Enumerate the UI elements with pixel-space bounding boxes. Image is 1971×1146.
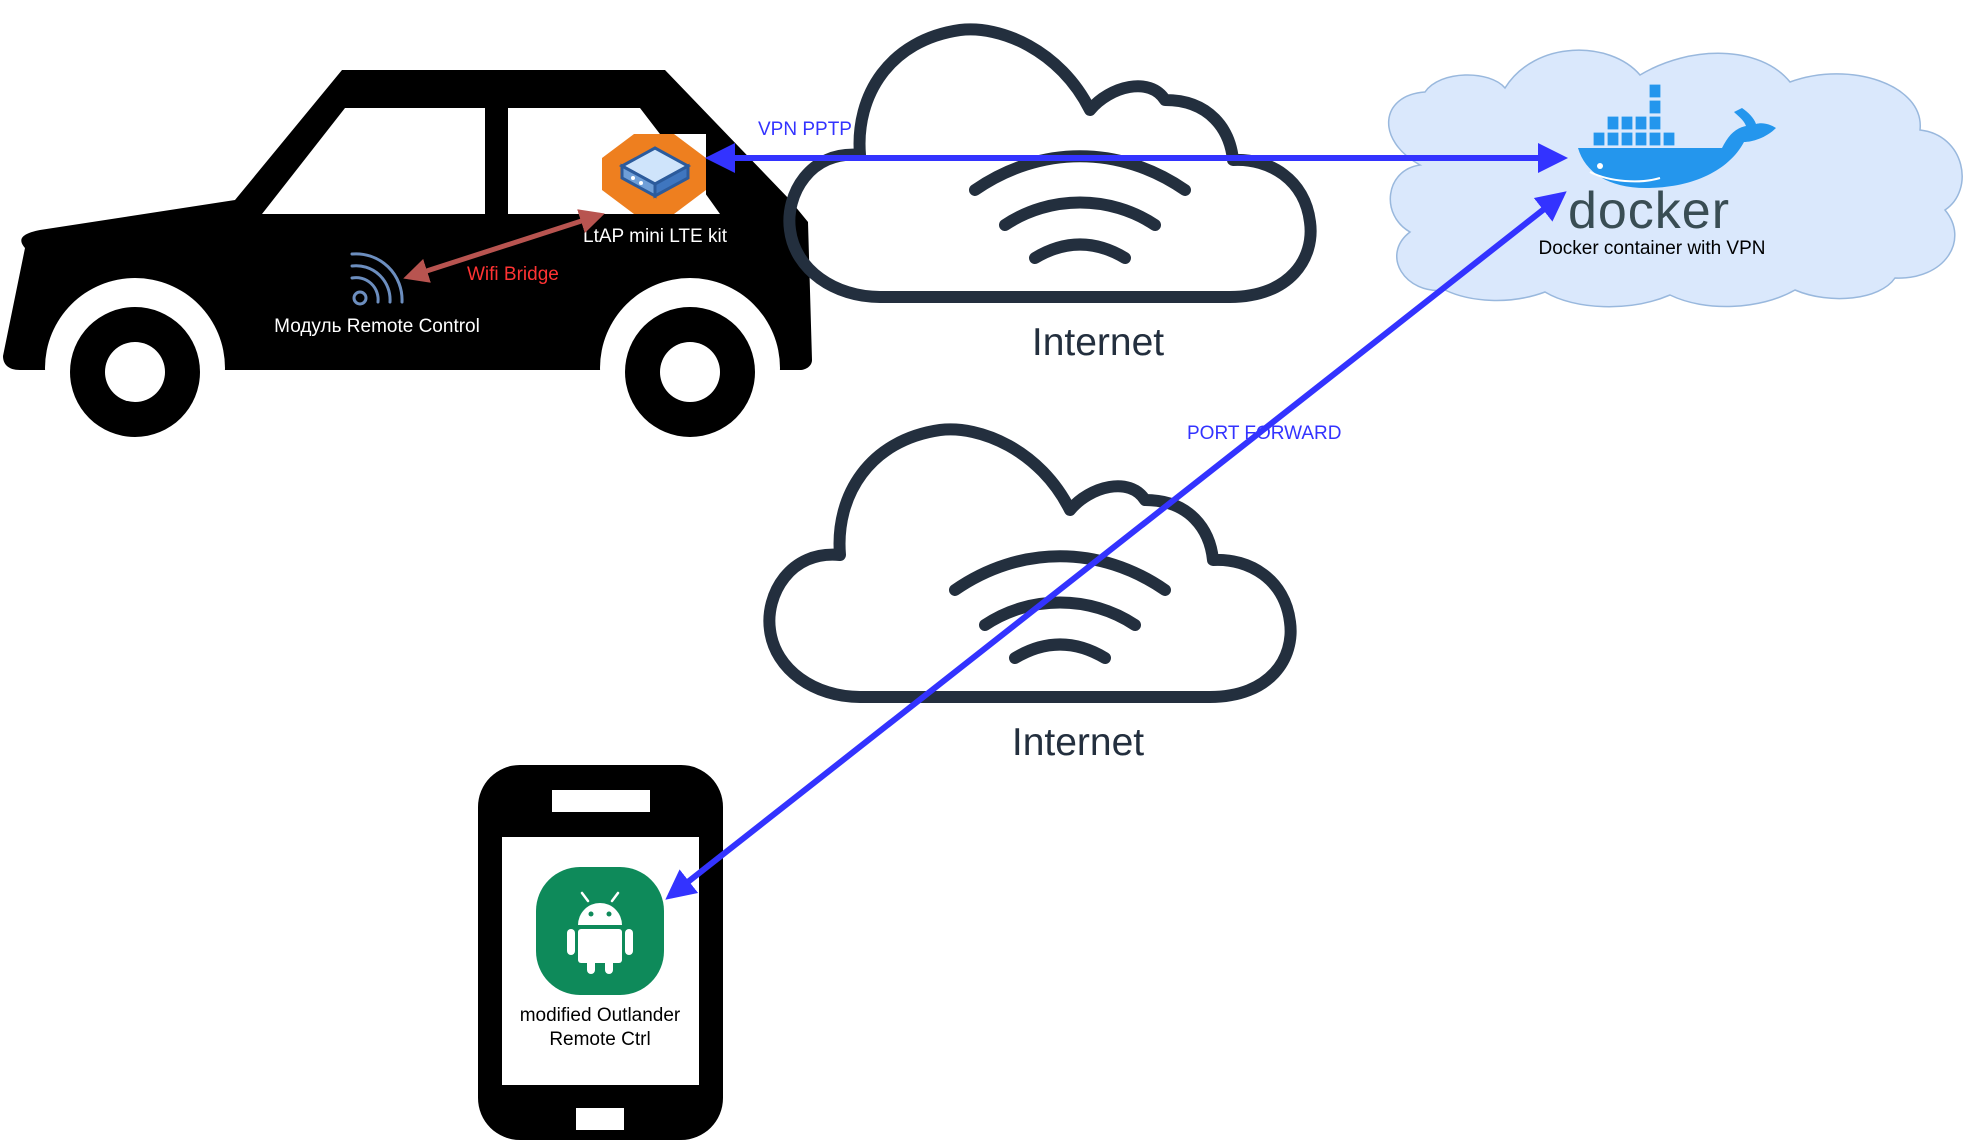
wifi-bridge-arrow xyxy=(403,209,605,283)
vpn-pptp-label: VPN PPTP xyxy=(758,119,852,140)
cloud-wifi-icon xyxy=(783,23,1317,303)
docker-container-label: Docker container with VPN xyxy=(1538,238,1765,259)
android-icon xyxy=(536,867,664,995)
docker-logo-text: docker xyxy=(1568,182,1730,240)
port-forward-label: PORT FORWARD xyxy=(1187,423,1341,444)
internet-label-bottom: Internet xyxy=(1012,721,1144,764)
app-label-line1: modified Outlander xyxy=(520,1005,681,1026)
internet-label-top: Internet xyxy=(1032,321,1164,364)
router-icon xyxy=(602,134,706,214)
remote-module-label: Модуль Remote Control xyxy=(274,316,480,337)
router-label: LtAP mini LTE kit xyxy=(583,226,728,247)
docker-whale-icon xyxy=(1578,83,1776,188)
app-label-line2: Remote Ctrl xyxy=(549,1029,650,1050)
car-icon xyxy=(3,70,812,458)
wifi-bridge-label: Wifi Bridge xyxy=(467,264,559,285)
port-forward-arrow xyxy=(665,191,1567,900)
wifi-signal-icon xyxy=(350,252,404,306)
